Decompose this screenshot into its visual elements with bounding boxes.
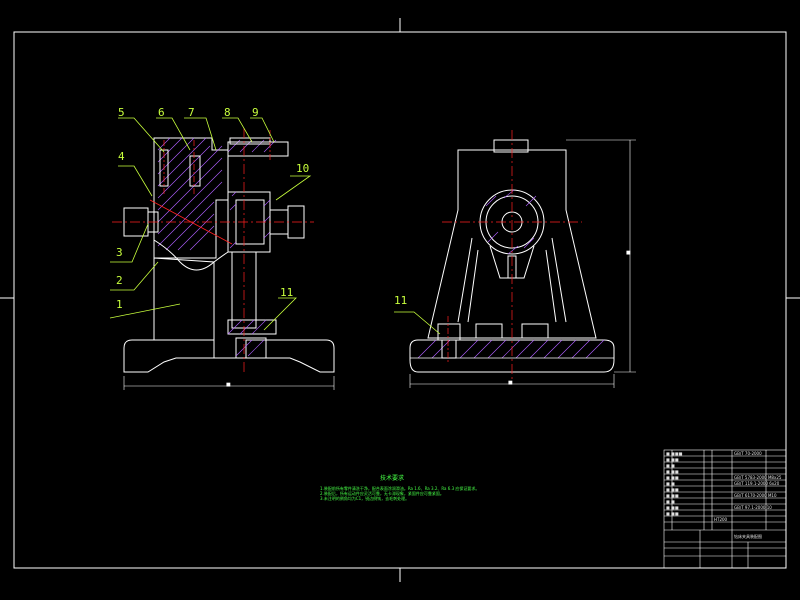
notes-line-2: 2.装配后，所有运动件应灵活可靠，无卡滞现象，紧固件应可靠紧固。	[320, 490, 444, 496]
label-right-part-11: 11	[394, 294, 407, 307]
tb-row-7: ■ ■■	[666, 487, 679, 492]
label-part-1: 1	[116, 298, 123, 311]
label-part-4: 4	[118, 150, 125, 163]
rod-nut	[235, 337, 267, 359]
tb-spec-5: GB/T 97.1-2000 10	[734, 505, 772, 510]
tb-row-1: ■ ■■■	[666, 451, 683, 456]
sheet-border	[0, 18, 800, 582]
label-part-7: 7	[188, 106, 195, 119]
right-base	[409, 339, 615, 373]
right-base-hatching	[417, 339, 605, 359]
right-front-view: 11 ■ ■	[394, 130, 636, 388]
screw-7	[189, 155, 201, 187]
label-part-11: 11	[280, 286, 293, 299]
label-part-5: 5	[118, 106, 125, 119]
label-part-2: 2	[116, 274, 123, 287]
left-section-view: ■ 1 2 3 4 5 6 7 8 9 10 11	[109, 106, 335, 390]
tb-row-9: ■ ■	[666, 499, 675, 504]
tb-material: HT200	[714, 517, 728, 522]
left-hatching	[157, 137, 277, 357]
right-top-block	[493, 139, 529, 153]
tb-row-2: ■ ■■	[666, 457, 679, 462]
title-block-text: ■ ■■■ ■ ■■ ■ ■ ■ ■■ ■ ■■ ■ ■ ■ ■■ ■ ■■ ■…	[666, 451, 782, 539]
tb-spec-2: GB/T 5783-2000 M8x25	[734, 475, 782, 480]
tb-row-3: ■ ■	[666, 463, 675, 468]
title-block	[663, 449, 787, 569]
tb-row-8: ■ ■■	[666, 493, 679, 498]
left-dimension	[123, 376, 335, 390]
tb-drawing-name: 钻床夹具装配图	[734, 533, 762, 539]
label-part-3: 3	[116, 246, 123, 259]
notes-line-1: 1.装配前所有零件清洗干净，配合表面涂润滑油。Ra 1.6、Ra 3.2、Ra …	[320, 485, 479, 491]
label-part-8: 8	[224, 106, 231, 119]
left-leaders	[109, 117, 312, 331]
tb-row-11: ■ ■■	[666, 511, 679, 516]
tb-spec-1: GB/T 70-2000	[734, 451, 762, 456]
right-dimensions	[409, 139, 636, 388]
left-column	[153, 257, 215, 341]
right-dimension-mark-bottom: ■	[508, 380, 513, 386]
break-line	[153, 239, 229, 271]
label-part-6: 6	[158, 106, 165, 119]
notes-title: 技术要求	[380, 474, 404, 482]
technical-notes: 技术要求 1.装配前所有零件清洗干净，配合表面涂润滑油。Ra 1.6、Ra 3.…	[320, 474, 479, 501]
label-part-10: 10	[296, 162, 309, 175]
right-leader-11	[394, 311, 441, 335]
label-part-9: 9	[252, 106, 259, 119]
right-body	[427, 149, 597, 339]
tb-row-5: ■ ■■	[666, 475, 679, 480]
tb-row-6: ■ ■	[666, 481, 675, 486]
left-base	[123, 339, 335, 373]
notes-line-3: 3.未注明的倒角均为C1，锐边倒钝，去毛刺处理。	[320, 495, 409, 501]
tb-spec-4: GB/T 6170-2000 M10	[734, 493, 777, 498]
tb-row-4: ■ ■■	[666, 469, 679, 474]
tb-row-10: ■ ■■	[666, 505, 679, 510]
tb-spec-3: GB/T 119.1-2000 6x20	[734, 481, 780, 486]
right-dimension-mark-side: ■	[626, 250, 631, 256]
clamp-plate	[227, 141, 289, 157]
left-dimension-mark: ■	[226, 382, 231, 388]
